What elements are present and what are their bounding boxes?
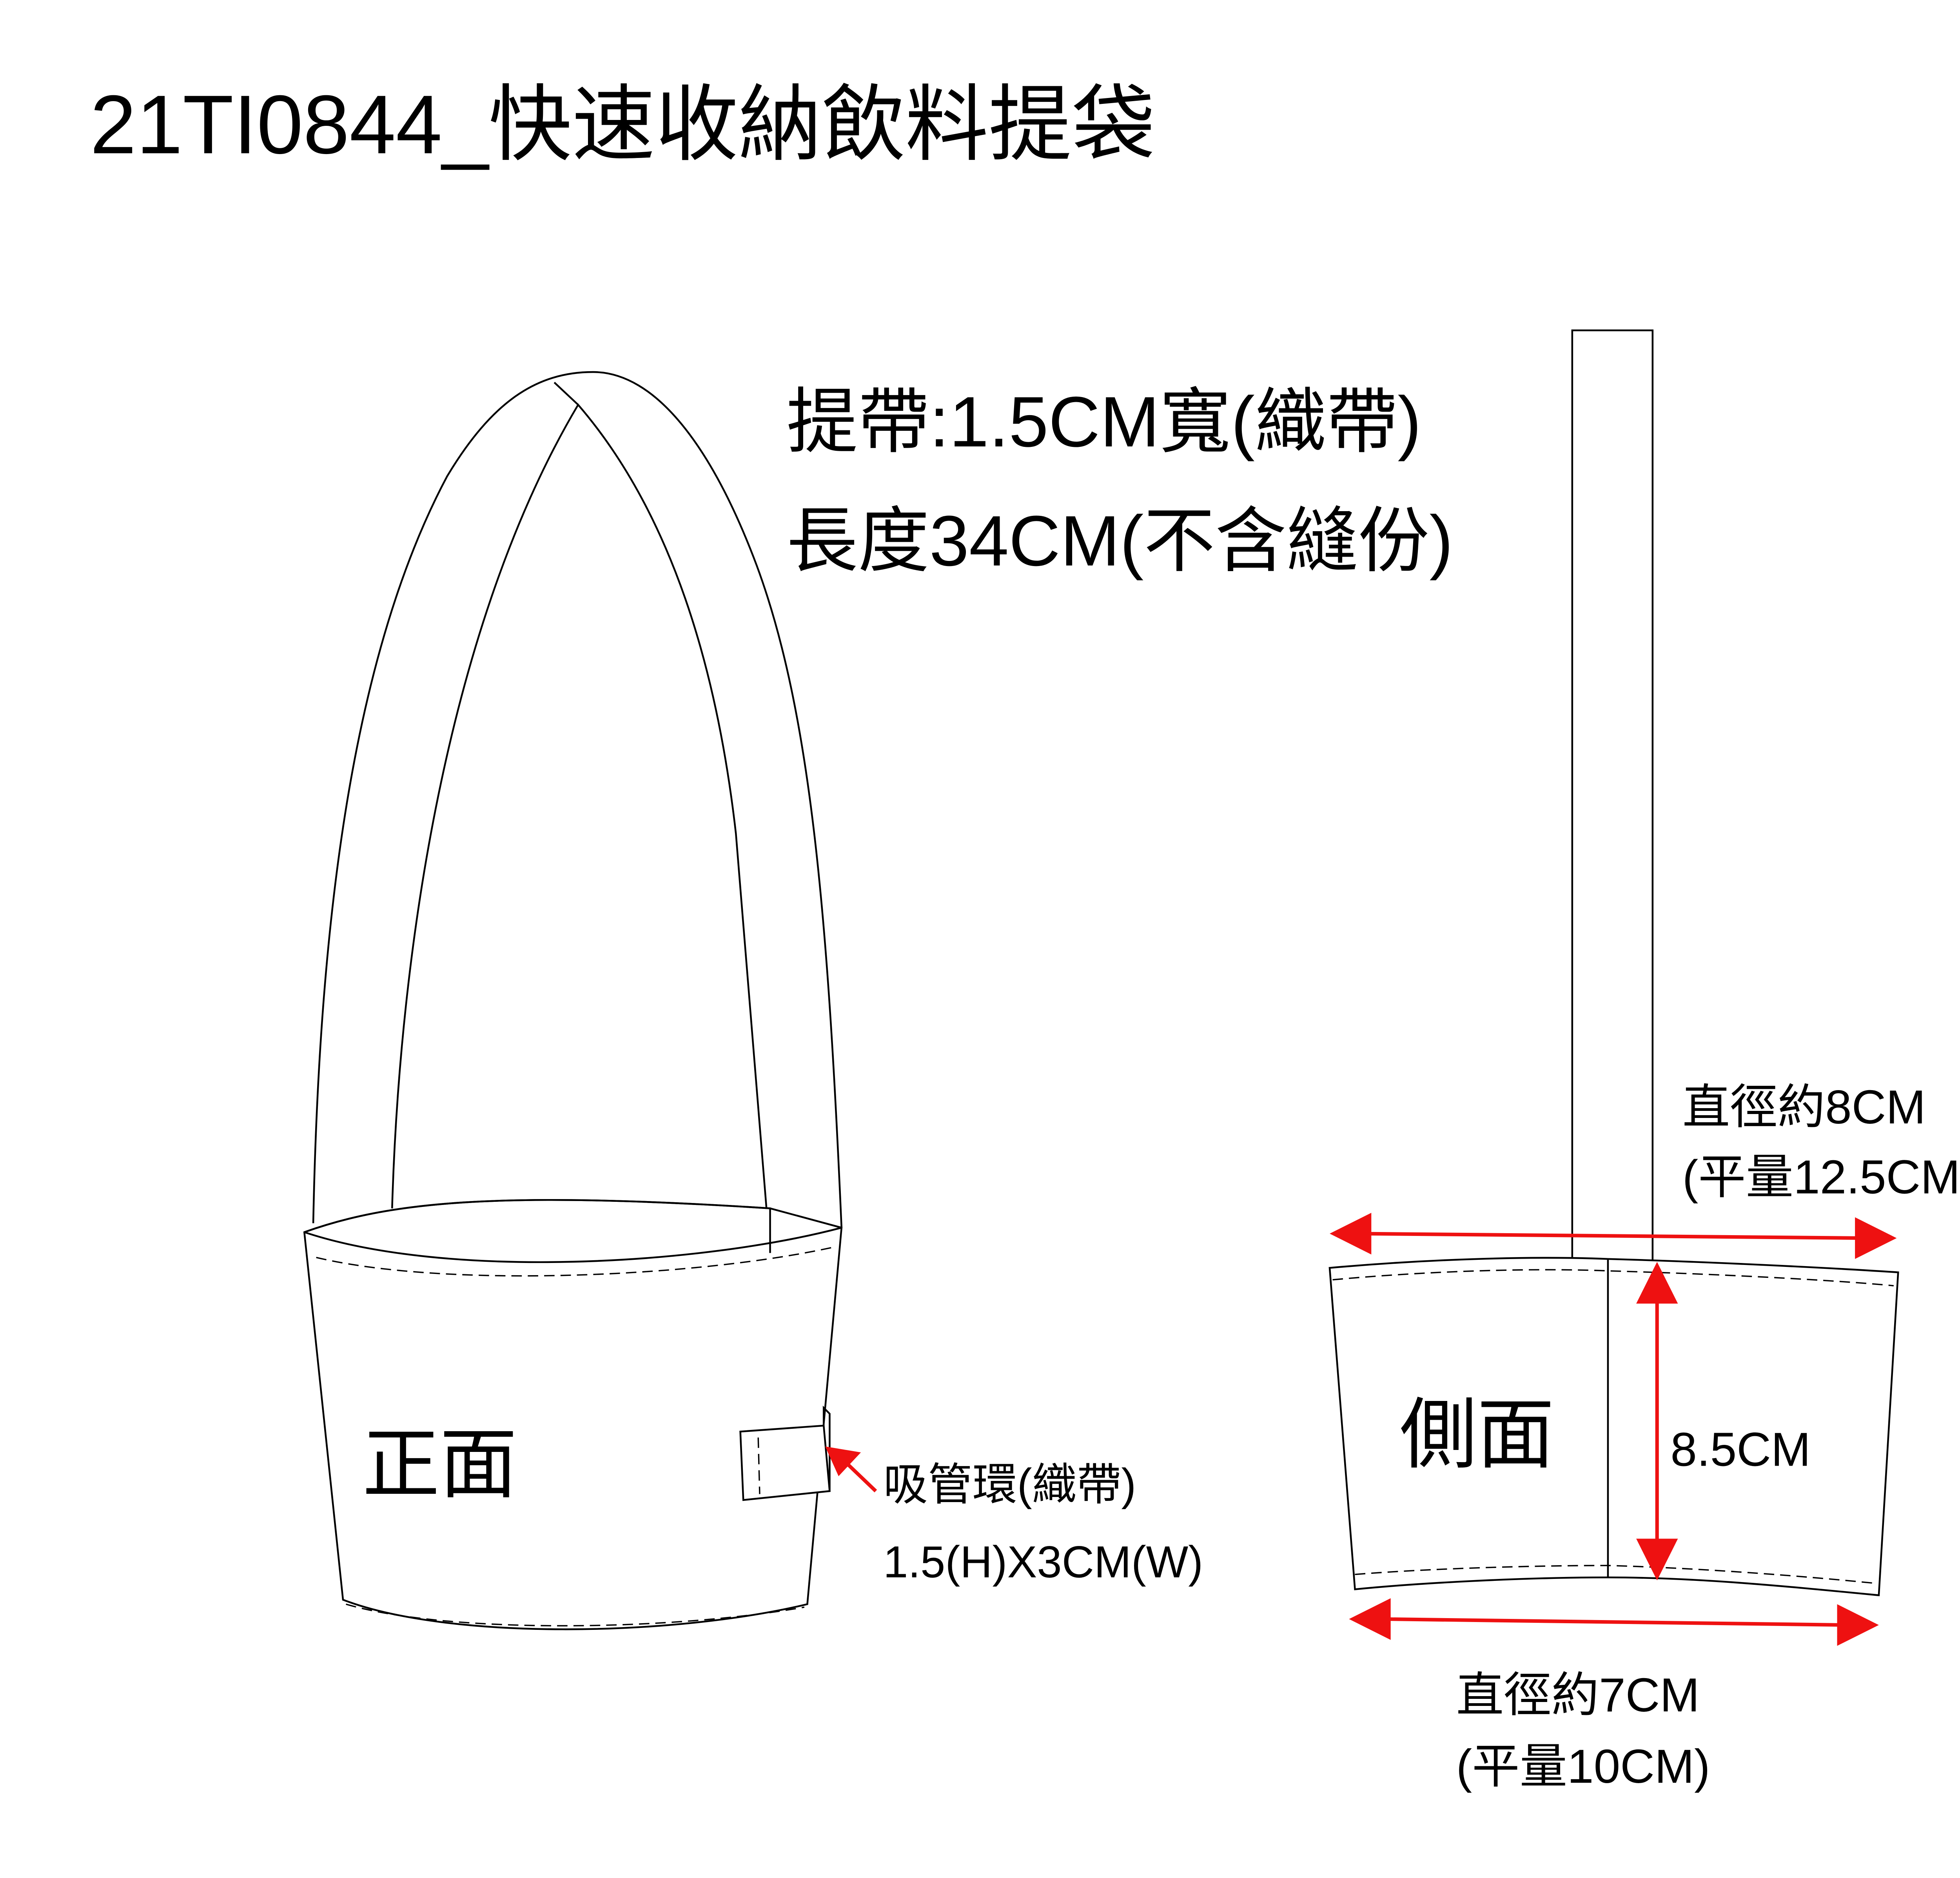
straw-loop-stitch (757, 1437, 760, 1494)
loop-pointer-arrowhead (825, 1446, 861, 1476)
side-view: 側面 直徑約8CM (平量12.5CM) 8.5CM 直徑約7CM (平量10C… (1328, 329, 1960, 1793)
page-title: 21TI0844_快速收納飲料提袋 (90, 78, 1155, 171)
rim-stitch-line (316, 1246, 835, 1277)
bottom-dim-line2: (平量10CM) (1456, 1740, 1710, 1793)
height-arrow (1636, 1262, 1678, 1580)
side-label: 側面 (1399, 1391, 1554, 1478)
front-label: 正面 (362, 1421, 517, 1508)
strap-fold-line (554, 382, 579, 406)
bag-rim-back (304, 1199, 771, 1253)
straw-loop (739, 1424, 831, 1501)
top-width-arrow (1329, 1213, 1897, 1259)
strap-note-line2: 長度34CM(不含縫份) (786, 501, 1453, 581)
bottom-dim-line1: 直徑約7CM (1456, 1668, 1700, 1722)
side-bottom-stitch (1355, 1565, 1876, 1584)
strap-note-line1: 提帶:1.5CM寬(織帶) (786, 382, 1421, 462)
bag-rim-front (304, 1227, 842, 1263)
top-dim-line1: 直徑約8CM (1682, 1080, 1926, 1134)
loop-note-line2: 1.5(H)X3CM(W) (883, 1537, 1203, 1587)
side-body (1328, 1257, 1899, 1597)
height-dim: 8.5CM (1670, 1423, 1811, 1476)
side-strap (1571, 329, 1654, 1263)
bag-body (303, 1199, 843, 1630)
bottom-stitch-line (346, 1603, 805, 1627)
loop-note-line1: 吸管環(織帶) (883, 1460, 1136, 1510)
strap-inner-edge (391, 403, 771, 1253)
top-dim-line2: (平量12.5CM) (1682, 1150, 1960, 1204)
strap-outer-edge (312, 371, 843, 1228)
front-view: 正面 吸管環(織帶) 1.5(H)X3CM(W) (303, 371, 1203, 1630)
bottom-width-arrow (1349, 1598, 1879, 1646)
